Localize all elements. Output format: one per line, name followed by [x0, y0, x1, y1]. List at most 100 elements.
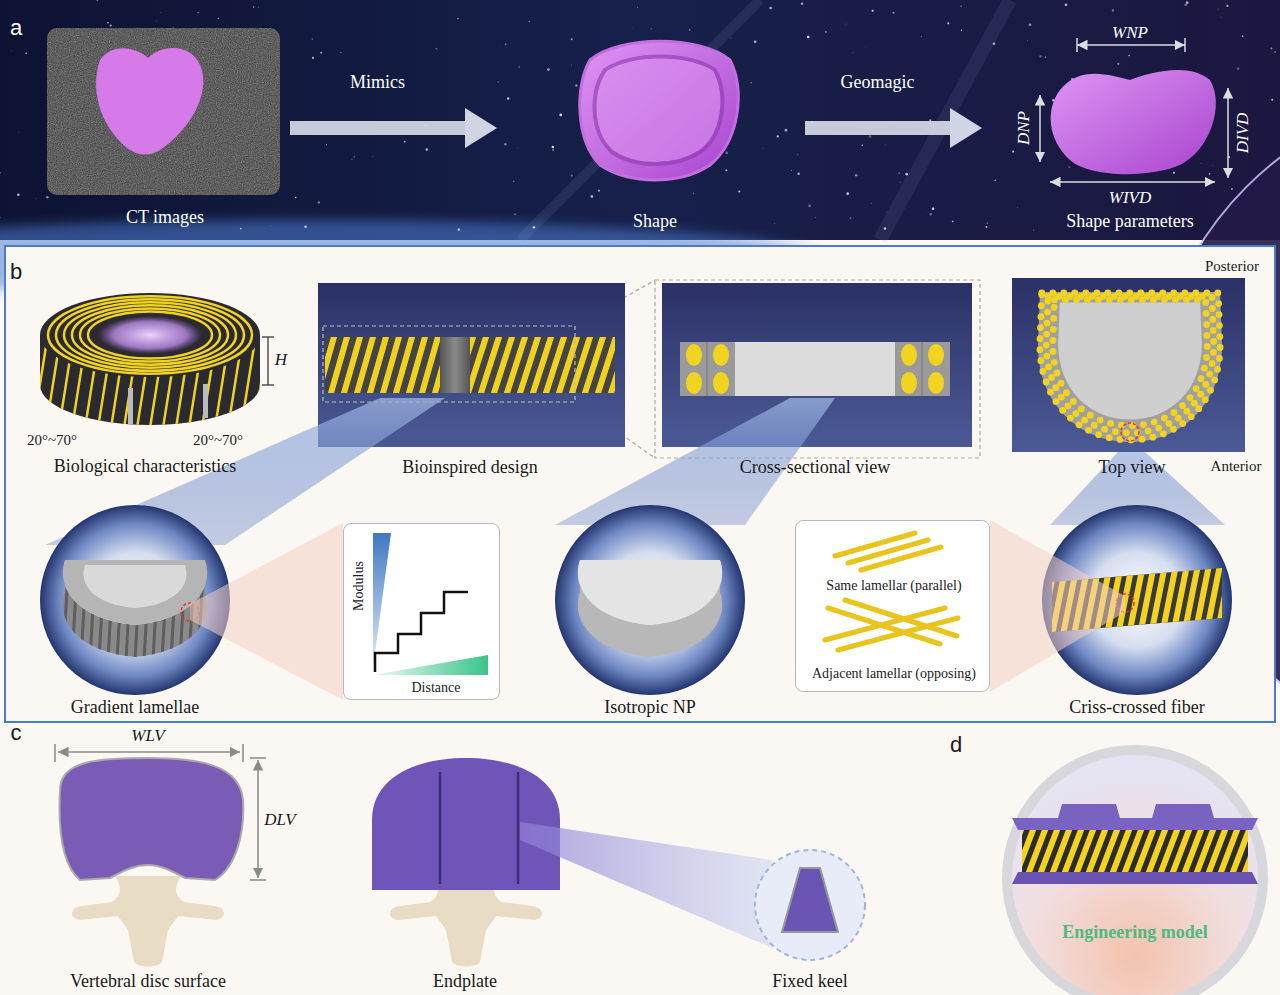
star-field	[1242, 35, 1244, 37]
fiber-rod	[861, 547, 941, 570]
star-field	[862, 145, 864, 147]
inset-box: ModulusDistance	[343, 523, 500, 700]
star-field	[505, 43, 507, 45]
illustration-panel: Cross-sectional view	[655, 280, 980, 480]
star-field	[797, 172, 800, 175]
vertebra-surface	[72, 876, 224, 967]
star-field	[905, 173, 908, 176]
star-field	[270, 225, 272, 227]
fiber-dots	[1179, 420, 1186, 427]
panel-frame	[5, 246, 1275, 722]
engineering-model	[1012, 872, 1258, 884]
fiber-dots	[1214, 290, 1221, 297]
star-field	[253, 6, 255, 8]
star-field	[1027, 40, 1029, 42]
node-label: Endplate	[433, 972, 497, 992]
fiber-dots	[1045, 364, 1052, 371]
detail-cones	[190, 523, 343, 700]
star-field	[807, 36, 810, 39]
section-panel	[713, 372, 729, 394]
fiber-dots	[1148, 290, 1155, 297]
fiber-dots	[1209, 316, 1216, 323]
star-field	[725, 152, 728, 155]
star-field	[1128, 55, 1129, 56]
fiber-rod	[835, 533, 915, 556]
fiber-rods	[435, 337, 440, 393]
star-field	[777, 135, 779, 137]
star-field	[218, 18, 219, 19]
star-field	[892, 12, 894, 14]
star-field	[1065, 4, 1068, 7]
fiber-dots	[1211, 377, 1218, 384]
fiber-dots	[1203, 321, 1210, 328]
fiber-rods	[254, 340, 268, 428]
parameter-shape	[1184, 38, 1186, 52]
section-panel	[928, 372, 944, 394]
fiber-dots	[1060, 290, 1067, 297]
star-field	[987, 222, 989, 224]
annotation: 20°~70°	[27, 432, 77, 449]
star-field	[312, 57, 314, 59]
fiber-rods	[1228, 565, 1242, 635]
annotation: 20°~70°	[193, 432, 243, 449]
section-panel	[895, 342, 950, 396]
star-field	[517, 147, 519, 149]
fiber-dots	[1195, 405, 1202, 412]
star-field	[785, 129, 788, 132]
fiber-arrangement	[795, 520, 990, 692]
star-field	[571, 175, 573, 177]
fiber-rods	[325, 337, 440, 393]
modulus-graph	[373, 655, 488, 675]
fiber-dots	[1051, 359, 1058, 366]
ct-image	[47, 28, 280, 195]
panel-letter: c	[11, 721, 22, 745]
star-field	[1184, 4, 1187, 7]
star-field	[952, 221, 954, 223]
fiber-dots	[1179, 402, 1186, 409]
section-panel	[680, 342, 735, 396]
star-field	[0, 0, 1276, 231]
fiber-rod	[845, 600, 957, 636]
parameter-shape	[1077, 44, 1185, 46]
callout-circle: Isotropic NP	[550, 500, 750, 722]
section-panel	[686, 344, 702, 366]
star-field	[0, 217, 1, 218]
fiber-dots	[1145, 428, 1152, 435]
fiber-dots	[1126, 290, 1133, 297]
fiber-dots	[1038, 313, 1045, 320]
fiber-dots	[1202, 396, 1209, 403]
process-arrow	[805, 121, 950, 135]
star-field	[1112, 9, 1114, 11]
star-field	[107, 22, 109, 24]
annotation: H	[275, 351, 287, 370]
star-field	[769, 7, 772, 10]
ct-image	[47, 28, 280, 195]
section-panel	[901, 372, 917, 394]
fiber-dots	[1202, 299, 1209, 306]
star-field	[514, 213, 516, 215]
parameter-shape	[1050, 181, 1215, 183]
space-background	[0, 0, 1280, 750]
lamella-rings	[48, 296, 252, 374]
star-field	[257, 7, 259, 9]
star-field	[1217, 8, 1219, 10]
star-field	[435, 48, 437, 50]
star-field	[1068, 166, 1070, 168]
endplate	[372, 758, 772, 967]
fiber-rods	[1217, 565, 1231, 635]
star-field	[693, 192, 695, 194]
fiber-arrangement	[795, 520, 990, 692]
lamella-rings	[88, 311, 212, 358]
node-label: Bioinspired design	[402, 458, 538, 478]
star-field	[865, 47, 867, 49]
fiber-dots	[1215, 300, 1222, 307]
section-panel	[922, 342, 923, 396]
fiber-dots	[1104, 290, 1111, 297]
star-field	[571, 38, 573, 40]
fiber-rods	[1173, 565, 1187, 635]
star-field	[304, 225, 307, 228]
image-panel: Shape	[505, 22, 805, 232]
star-field	[426, 148, 429, 151]
star-field	[985, 226, 987, 228]
